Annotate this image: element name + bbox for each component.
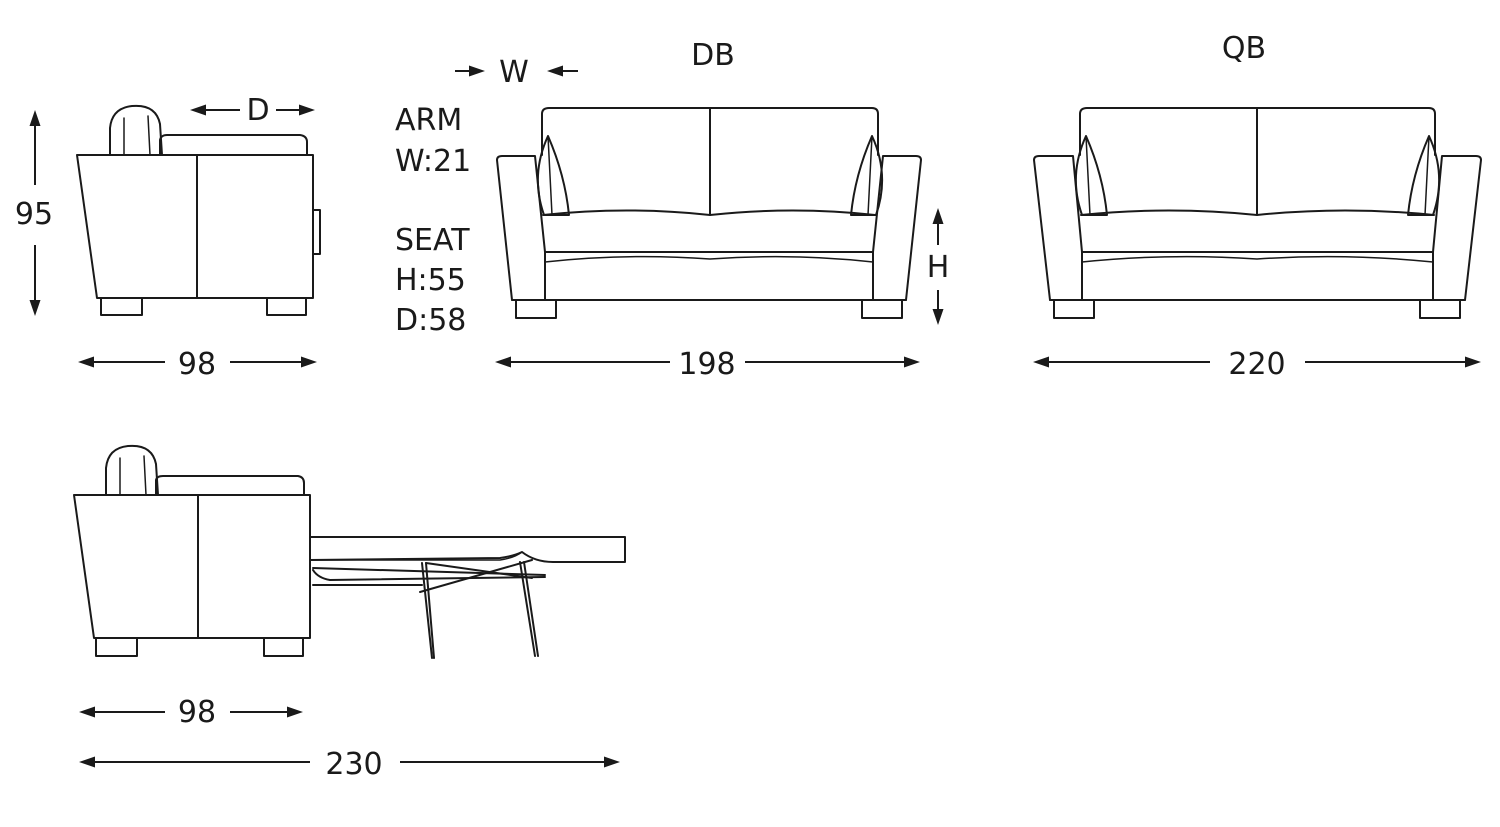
height-label: 95	[15, 197, 53, 232]
bed-open-length-dimension: 230	[79, 747, 620, 782]
height-dimension: 95	[15, 110, 53, 316]
arm-heading: ARM	[395, 103, 462, 138]
qb-front-view: QB	[1033, 31, 1482, 319]
seat-heading: SEAT	[395, 223, 470, 258]
bed-open-length-label: 230	[325, 747, 382, 782]
side-depth-dimension: 98	[78, 347, 317, 382]
bed-side-depth-dimension: 98	[79, 695, 303, 730]
spec-text: ARM W:21 SEAT H:55 D:58	[395, 103, 471, 338]
side-depth-label: 98	[178, 347, 216, 382]
seat-height-symbol: H	[927, 250, 950, 285]
bed-open-side-view	[73, 444, 626, 659]
qb-model-label: QB	[1222, 31, 1266, 66]
db-width-dimension: 198	[495, 347, 920, 382]
qb-width-dimension: 220	[1033, 347, 1481, 382]
seat-height-marker: H	[927, 208, 950, 325]
db-model-label: DB	[691, 38, 735, 73]
seat-depth-spec: D:58	[395, 303, 466, 338]
seat-height-spec: H:55	[395, 263, 466, 298]
bed-side-depth-label: 98	[178, 695, 216, 730]
qb-width-label: 220	[1228, 347, 1285, 382]
db-width-label: 198	[678, 347, 735, 382]
arm-width-spec: W:21	[395, 144, 471, 179]
side-view-sofa	[76, 104, 321, 316]
seat-depth-marker: D	[190, 93, 315, 128]
arm-width-symbol: W	[499, 55, 529, 90]
arm-width-marker: W	[455, 55, 578, 90]
db-front-view: DB	[496, 38, 922, 319]
seat-depth-symbol: D	[246, 93, 269, 128]
